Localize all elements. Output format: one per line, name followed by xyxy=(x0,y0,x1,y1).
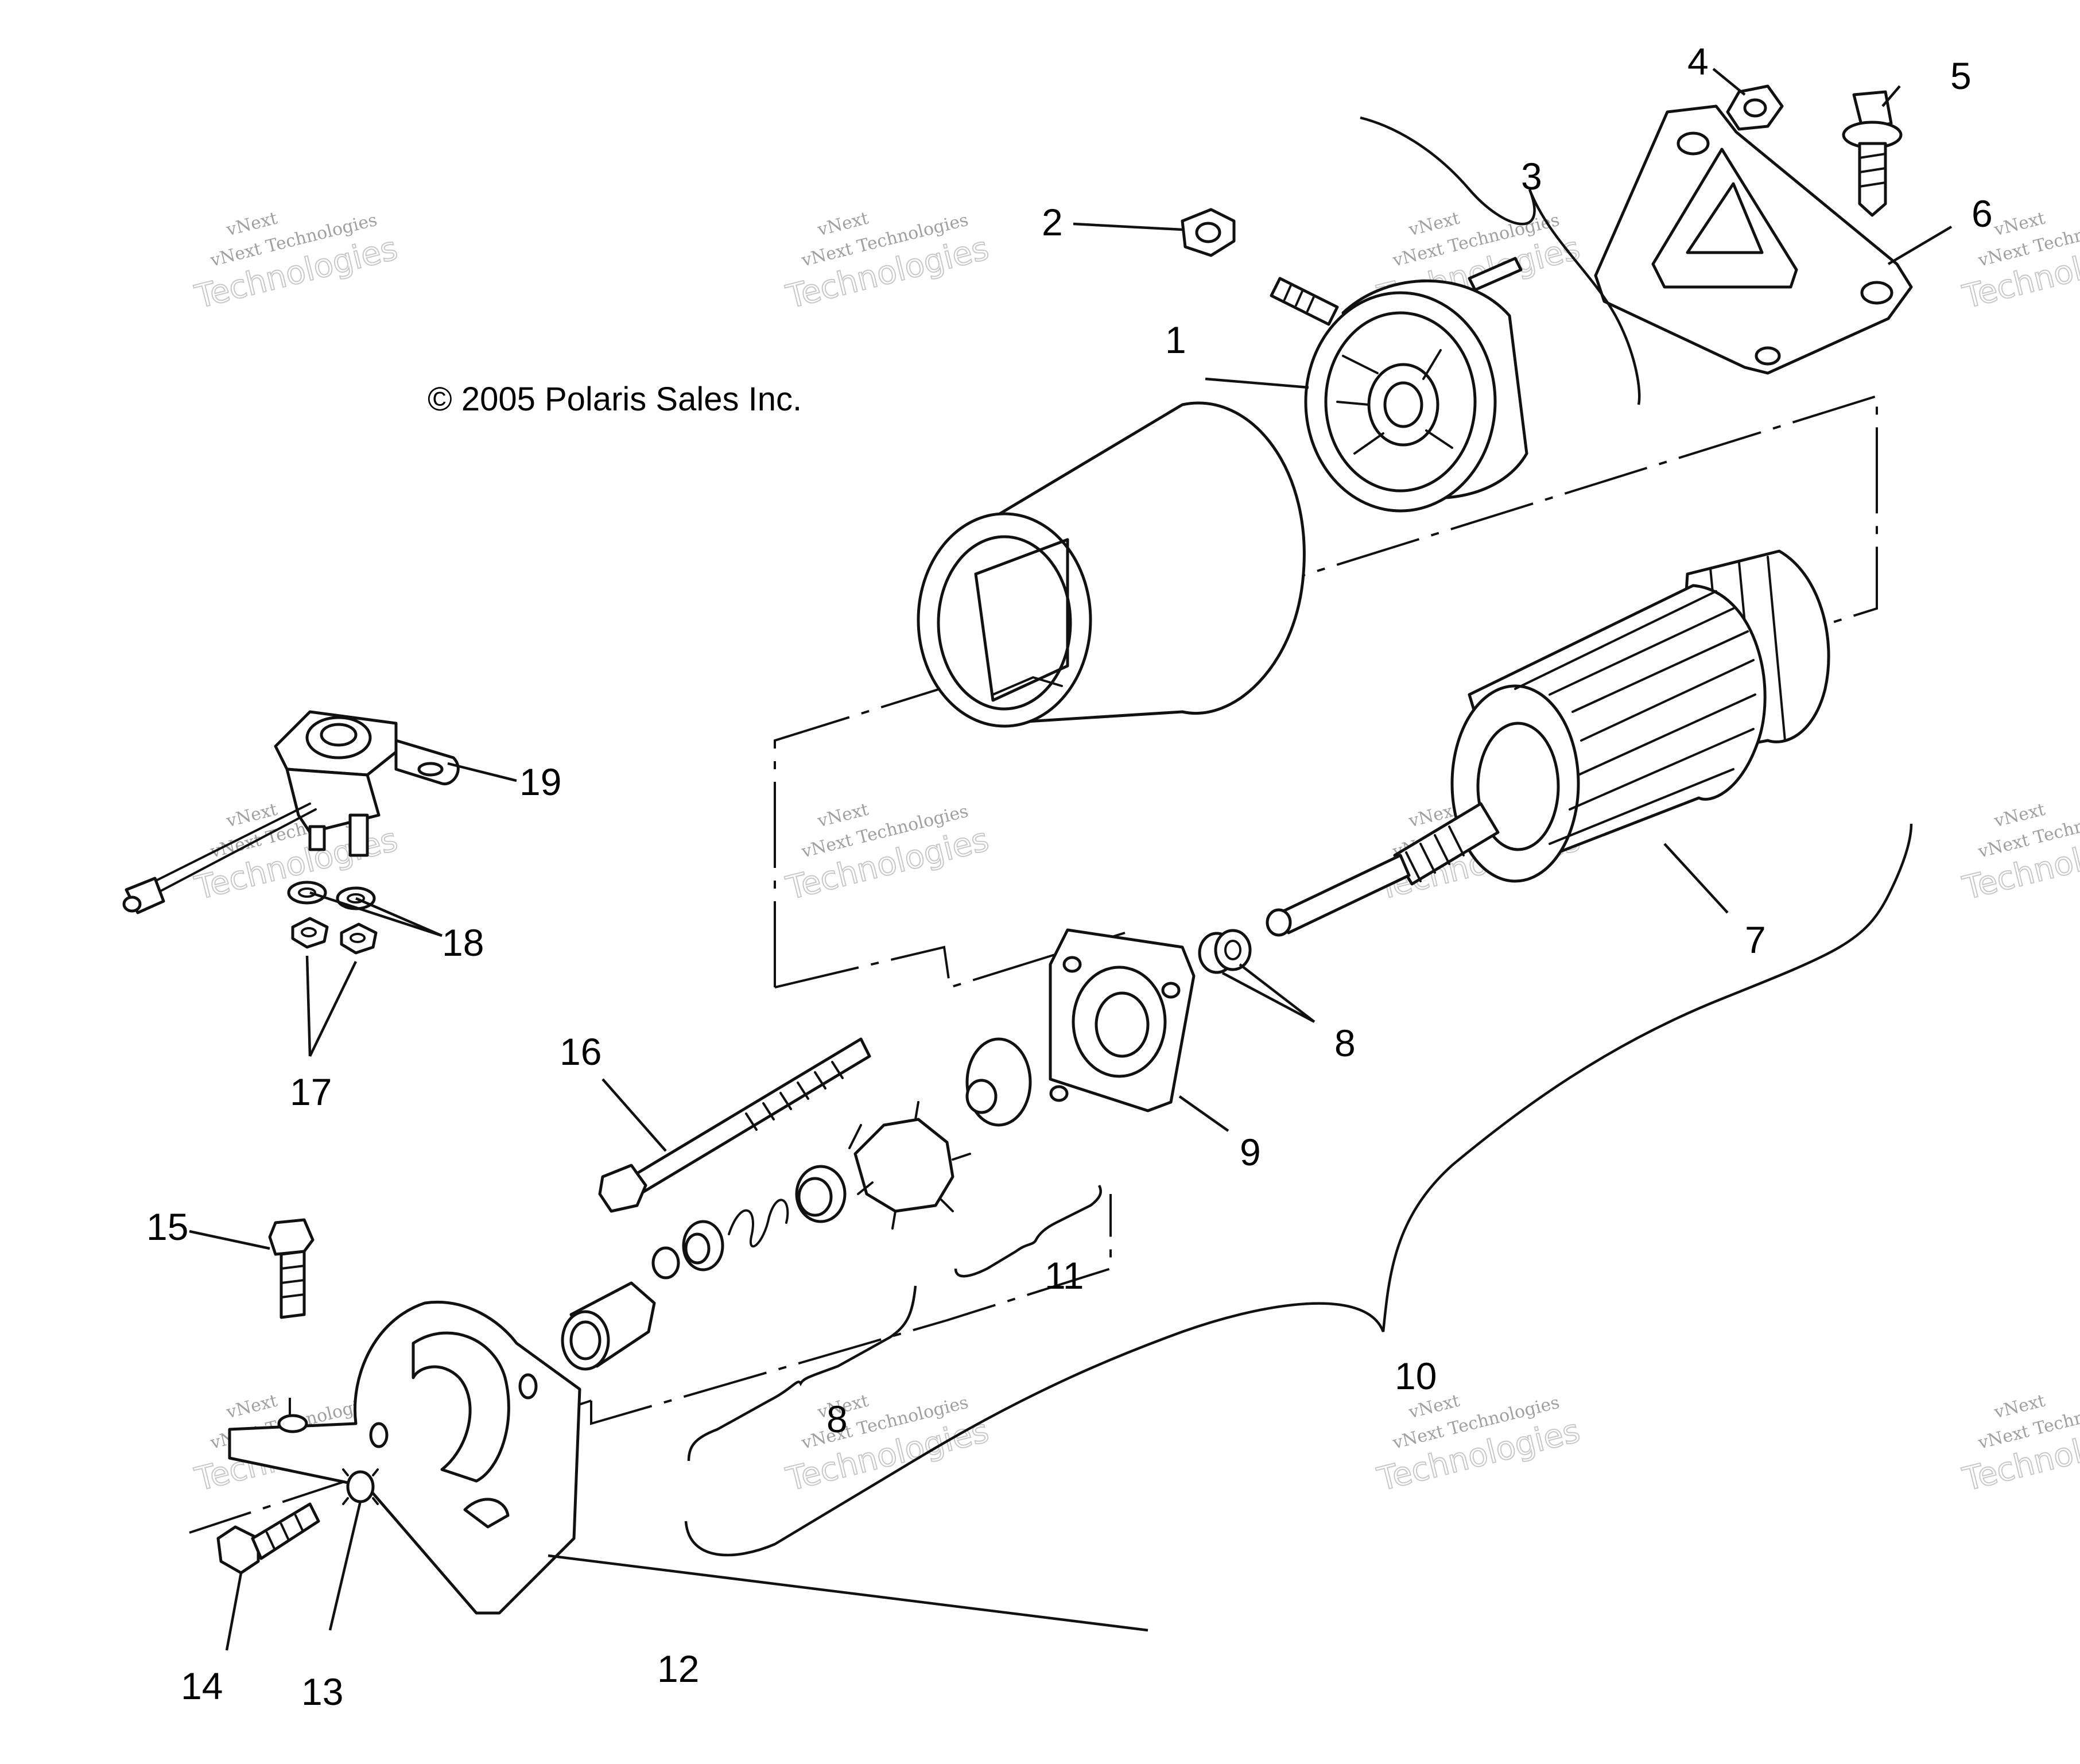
callout-9: 9 xyxy=(1240,1131,1261,1173)
callout-14: 14 xyxy=(181,1665,223,1707)
copyright-notice: © 2005 Polaris Sales Inc. xyxy=(428,381,802,418)
part-5-bolt xyxy=(1842,90,1903,217)
watermark: vNext vNext Technologies Technologies xyxy=(1958,800,2080,908)
part-12-mount-bracket xyxy=(228,1301,581,1615)
callout-5: 5 xyxy=(1950,55,1972,97)
part-4-nut xyxy=(1726,84,1784,131)
motor-housing xyxy=(917,401,1306,728)
part-8-washers-upper xyxy=(1198,929,1252,974)
part-9-flange xyxy=(1049,928,1196,1112)
callout-12: 12 xyxy=(657,1647,699,1690)
callout-7: 7 xyxy=(1745,918,1766,961)
part-17-nuts xyxy=(291,917,378,955)
part-3-stud xyxy=(1270,257,1523,326)
callout-2: 2 xyxy=(1042,201,1063,243)
leader-lines xyxy=(189,68,1953,1651)
part-19-solenoid xyxy=(122,710,460,914)
callout-13: 13 xyxy=(301,1670,343,1713)
callout-17: 17 xyxy=(290,1071,332,1113)
group-braces xyxy=(684,116,1913,1557)
watermark: vNext vNext Technologies Technologies xyxy=(782,1391,993,1499)
callout-1: 1 xyxy=(1165,319,1186,361)
callout-11: 11 xyxy=(1045,1254,1084,1297)
watermark: vNext vNext Technologies Technologies xyxy=(782,208,993,317)
watermark: vNext vNext Technologies Technologies xyxy=(1958,1391,2080,1499)
callout-8-lower: 8 xyxy=(826,1398,848,1440)
part-15-bolt xyxy=(268,1218,315,1319)
part-13-star-washer xyxy=(342,1468,379,1505)
watermark-group: vNext vNext Technologies Technologies vN… xyxy=(191,208,2080,1499)
part-11-drive xyxy=(848,1037,1032,1230)
part-8-spring-set xyxy=(561,1165,847,1371)
part-18-washers xyxy=(287,881,376,910)
watermark: vNext vNext Technologies Technologies xyxy=(191,208,402,317)
callout-labels: 1 2 3 4 5 6 7 8 9 10 11 8 12 13 14 15 16… xyxy=(146,40,1993,1713)
part-6-bracket xyxy=(1594,104,1913,375)
part-1-end-cap xyxy=(1304,279,1528,513)
part-7-armature xyxy=(1266,549,1830,937)
callout-10: 10 xyxy=(1395,1355,1437,1397)
watermark: vNext vNext Technologies Technologies xyxy=(782,800,993,908)
callout-8-upper: 8 xyxy=(1334,1022,1356,1064)
callout-4: 4 xyxy=(1687,40,1709,83)
callout-16: 16 xyxy=(560,1030,602,1073)
callout-19: 19 xyxy=(519,761,561,803)
callout-6: 6 xyxy=(1972,192,1993,235)
callout-15: 15 xyxy=(146,1205,188,1248)
part-2-nut xyxy=(1181,208,1236,257)
callout-3: 3 xyxy=(1521,155,1542,197)
part-16-through-bolt xyxy=(598,1037,871,1213)
watermark: vNext vNext Technologies Technologies xyxy=(1958,208,2080,317)
callout-18: 18 xyxy=(442,921,484,964)
part-14-bolt xyxy=(216,1502,320,1575)
